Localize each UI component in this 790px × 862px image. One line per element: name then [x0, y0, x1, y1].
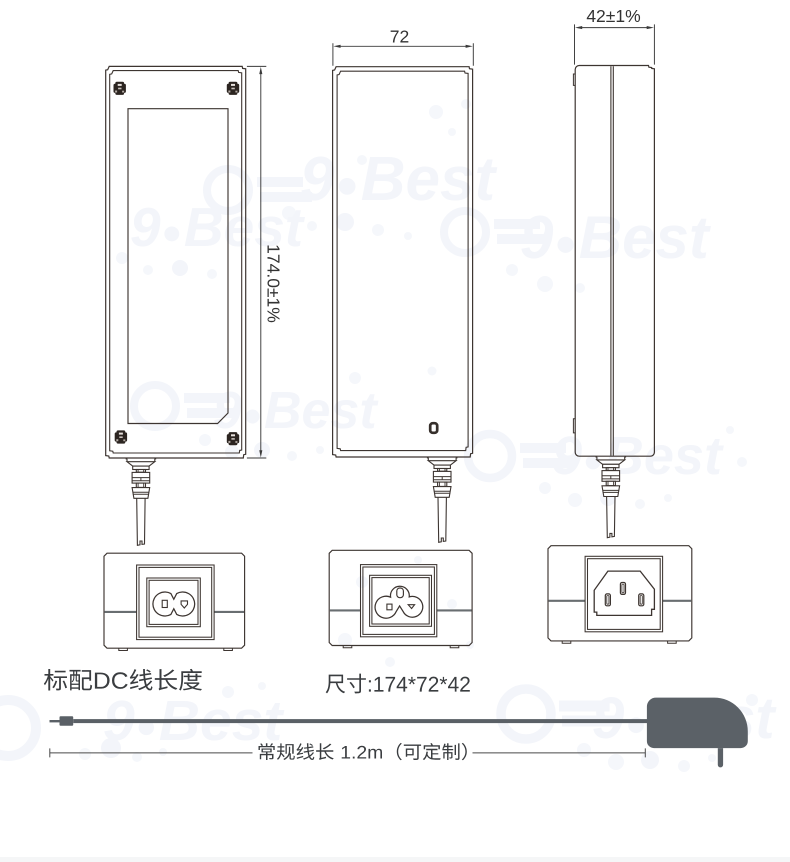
- svg-text:174.0±1%: 174.0±1%: [263, 244, 283, 323]
- svg-text:9: 9: [300, 145, 335, 214]
- svg-text:Best: Best: [264, 382, 379, 440]
- svg-text:Best: Best: [184, 196, 306, 258]
- svg-text:9: 9: [130, 196, 161, 258]
- svg-text:Best: Best: [361, 145, 498, 214]
- svg-text:72: 72: [390, 27, 409, 47]
- svg-text:42±1%: 42±1%: [586, 6, 640, 26]
- svg-text:9: 9: [520, 204, 554, 271]
- svg-text:9: 9: [592, 686, 624, 751]
- svg-text:Best: Best: [579, 204, 712, 271]
